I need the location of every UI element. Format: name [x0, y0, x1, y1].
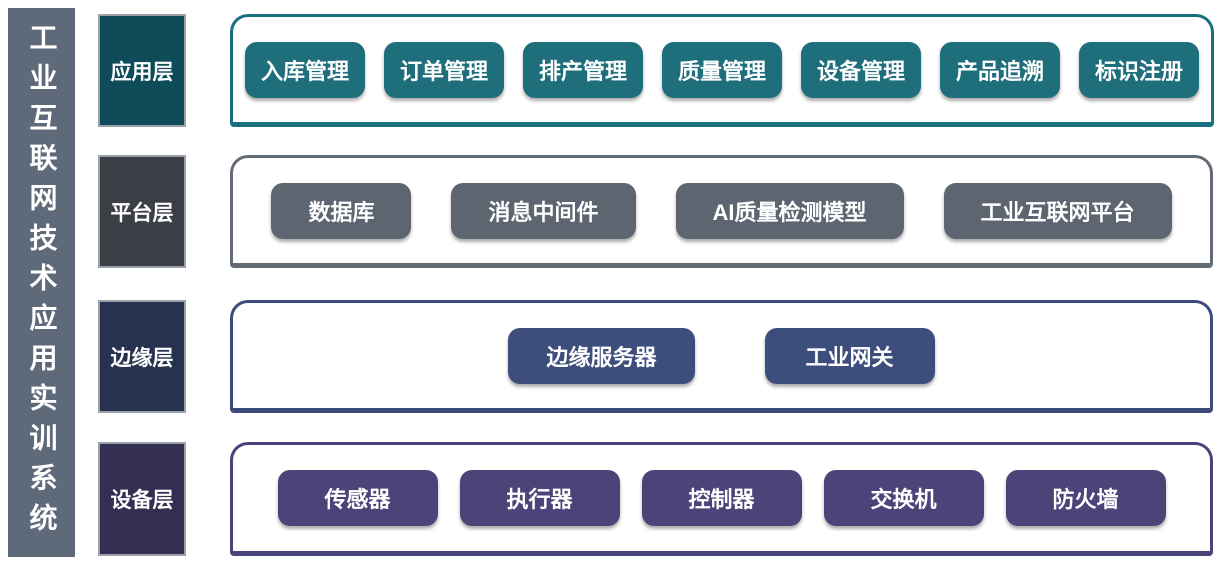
layer-items-container-platform: 数据库 消息中间件 AI质量检测模型 工业互联网平台	[230, 155, 1213, 268]
layer-item-button: 订单管理	[384, 41, 504, 98]
layer-row-platform: 平台层 数据库 消息中间件 AI质量检测模型 工业互联网平台	[98, 155, 1213, 268]
layer-item-button: 防火墙	[1005, 470, 1166, 526]
layer-items-container-application: 入库管理 订单管理 排产管理 质量管理 设备管理 产品追溯 标识注册	[230, 14, 1214, 127]
layer-item-button: 控制器	[641, 470, 802, 526]
layer-item-button: 入库管理	[245, 41, 365, 98]
layer-item-button: 产品追溯	[940, 41, 1060, 98]
layer-row-device: 设备层 传感器 执行器 控制器 交换机 防火墙	[98, 442, 1213, 556]
layer-label-application: 应用层	[98, 14, 186, 127]
layer-label-device: 设备层	[98, 442, 186, 556]
layer-item-button: 工业互联网平台	[943, 182, 1172, 239]
system-title: 工业互联网技术应用实训系统	[26, 22, 58, 543]
system-title-bar: 工业互联网技术应用实训系统	[8, 8, 75, 557]
layer-row-application: 应用层 入库管理 订单管理 排产管理 质量管理 设备管理 产品追溯 标识注册	[98, 14, 1214, 127]
layer-item-button: 标识注册	[1079, 41, 1199, 98]
layer-item-button: 边缘服务器	[508, 327, 695, 384]
layer-item-button: 工业网关	[764, 327, 935, 384]
layer-item-button: 排产管理	[523, 41, 643, 98]
layer-item-button: 交换机	[823, 470, 984, 526]
layer-label-platform: 平台层	[98, 155, 186, 268]
layer-item-button: 数据库	[271, 182, 412, 239]
layer-item-button: AI质量检测模型	[675, 182, 904, 239]
layer-items-container-edge: 边缘服务器 工业网关	[230, 300, 1213, 413]
layer-item-button: 传感器	[277, 470, 438, 526]
layer-item-button: 消息中间件	[451, 182, 636, 239]
layer-item-button: 执行器	[459, 470, 620, 526]
layer-items-container-device: 传感器 执行器 控制器 交换机 防火墙	[230, 442, 1213, 556]
layer-item-button: 设备管理	[801, 41, 921, 98]
layer-label-edge: 边缘层	[98, 300, 186, 413]
layer-item-button: 质量管理	[662, 41, 782, 98]
layer-row-edge: 边缘层 边缘服务器 工业网关	[98, 300, 1213, 413]
